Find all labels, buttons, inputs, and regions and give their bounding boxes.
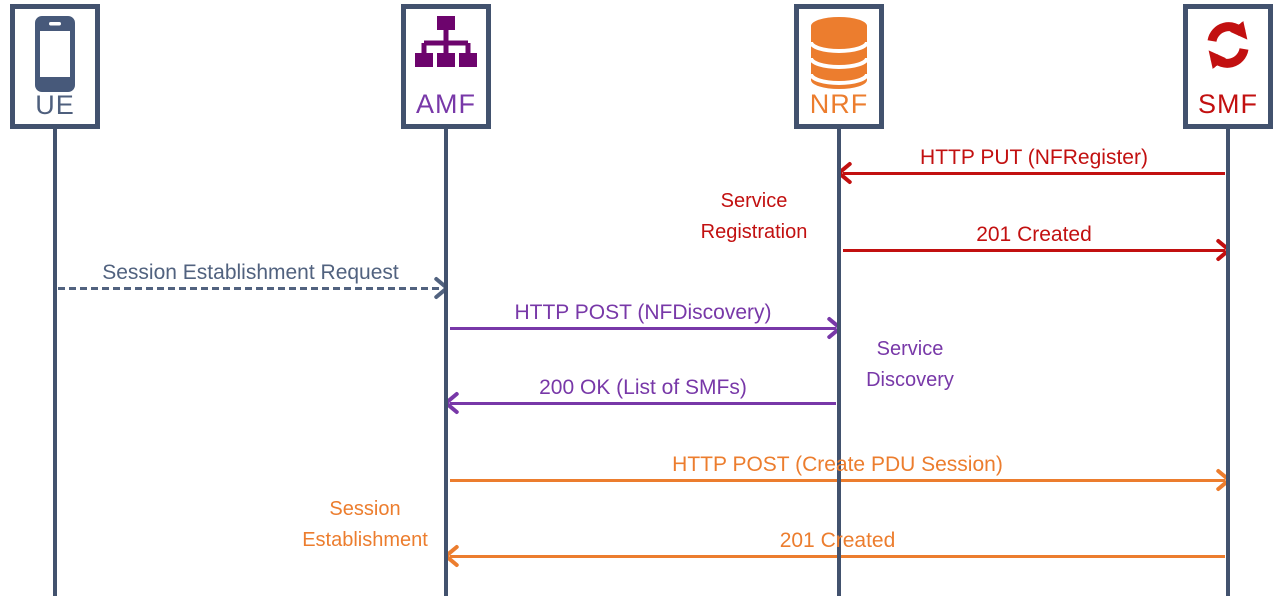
sync-arrows-icon [1200,16,1256,74]
actor-label-nrf: NRF [809,89,869,119]
message-session-establishment-request: Session Establishment Request [56,257,445,301]
arrow-line-dashed [58,287,443,290]
message-201-created-red: 201 Created [841,219,1227,263]
message-label: 201 Created [976,223,1092,246]
message-label: 201 Created [779,529,896,552]
arrow-line [843,249,1225,252]
phase-label-session-establishment: Session Establishment [302,498,428,551]
message-label: HTTP PUT (NFRegister) [920,146,1148,169]
arrow-line [450,327,836,330]
lifeline-ue [53,128,57,596]
phase-label-service-discovery: Service Discovery [866,338,954,391]
message-label: HTTP POST (NFDiscovery) [514,301,772,324]
lifeline-nrf [837,128,841,596]
message-http-post-nfdiscovery: HTTP POST (NFDiscovery) [448,297,838,341]
smartphone-icon [35,16,75,92]
message-200-ok-list-of-smfs: 200 OK (List of SMFs) [448,372,838,416]
actor-box-nrf: NRF [794,4,884,129]
actor-box-amf: AMF [401,4,491,129]
lifeline-amf [444,128,448,596]
phase-label-service-registration: Service Registration [700,190,808,243]
message-label: Session Establishment Request [102,261,399,284]
arrow-line [450,402,836,405]
org-chart-icon [414,16,478,68]
lifeline-smf [1226,128,1230,596]
message-http-put-nfregister: HTTP PUT (NFRegister) [841,142,1227,186]
actor-label-ue: UE [35,90,75,120]
message-label: HTTP POST (Create PDU Session) [672,453,1003,476]
actor-box-smf: SMF [1183,4,1273,129]
database-icon [809,16,869,90]
actor-label-smf: SMF [1198,89,1258,119]
arrow-line [843,172,1225,175]
actor-label-amf: AMF [416,89,476,119]
actor-box-ue: UE [10,4,100,129]
message-label: 200 OK (List of SMFs) [539,376,747,399]
